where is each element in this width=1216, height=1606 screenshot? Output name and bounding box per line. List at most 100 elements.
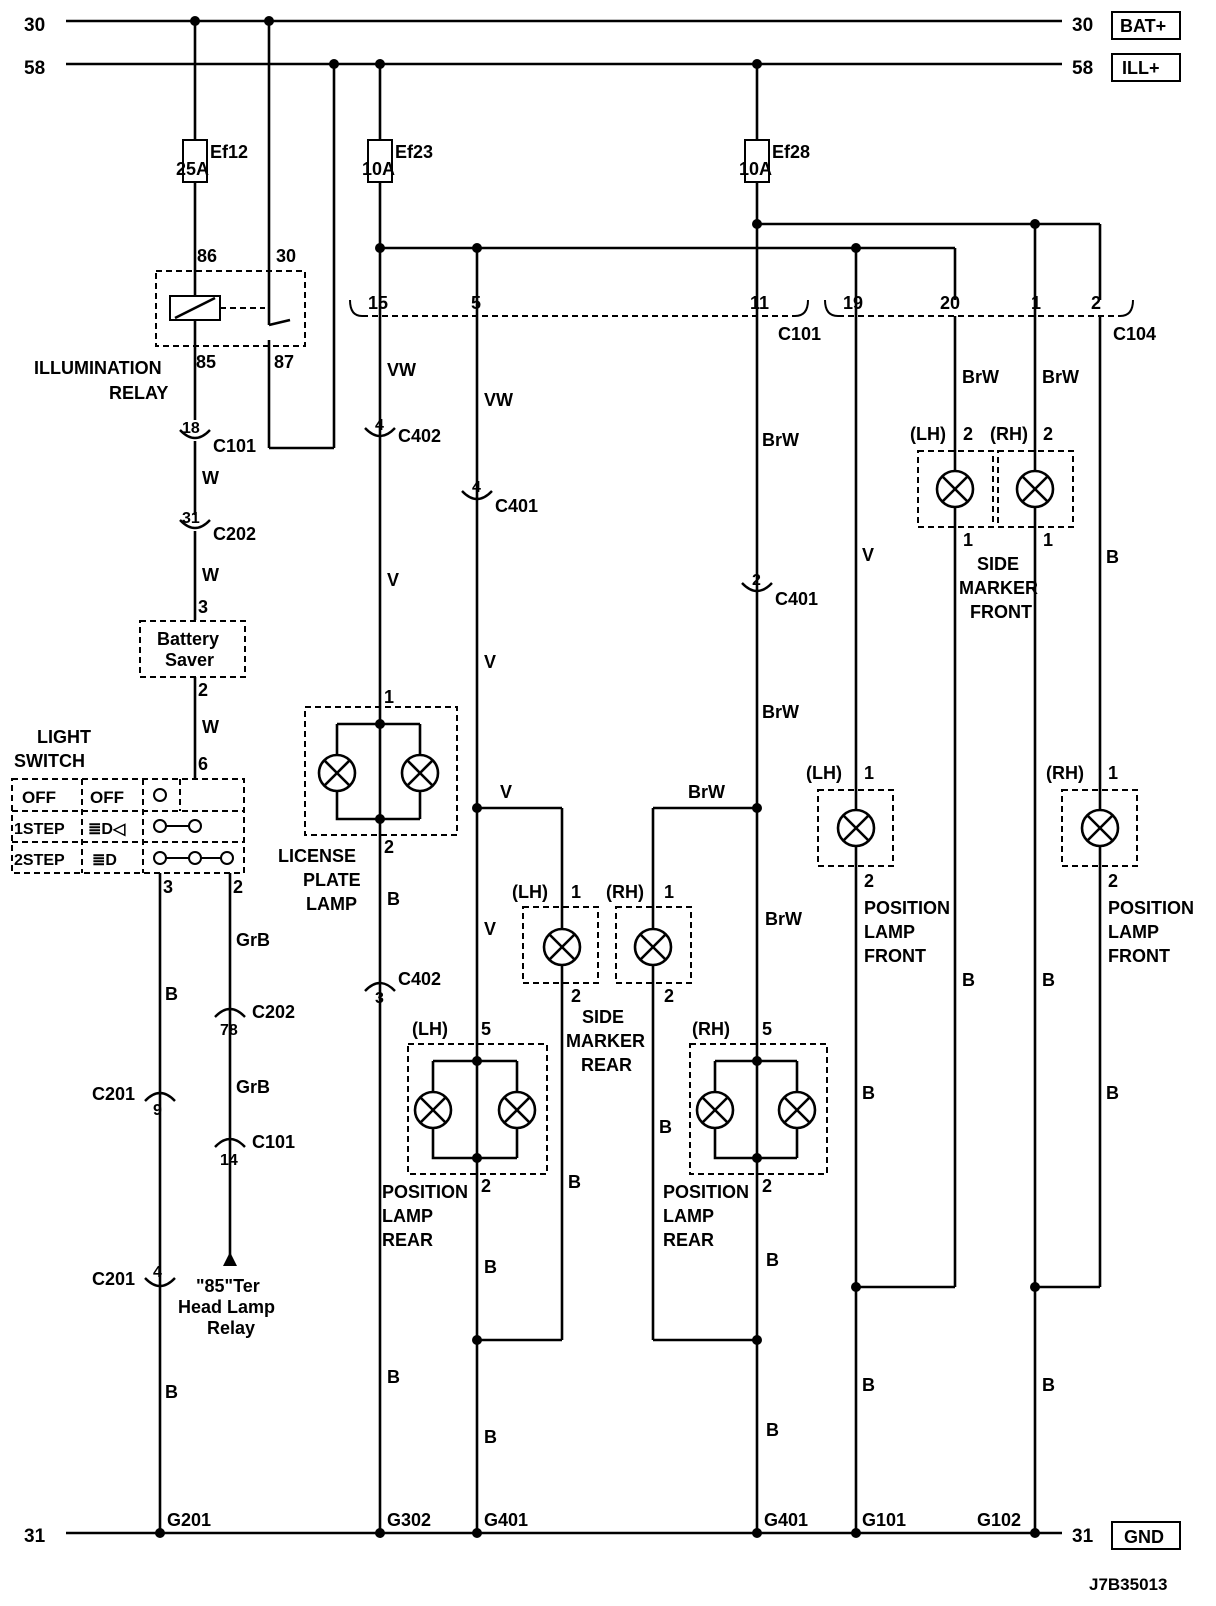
svg-text:C101: C101 bbox=[252, 1132, 295, 1152]
rail-30: 30 30 BAT+ bbox=[24, 11, 1181, 40]
svg-text:31: 31 bbox=[182, 510, 200, 527]
lamp-icon bbox=[400, 753, 440, 793]
svg-text:BrW: BrW bbox=[688, 782, 725, 802]
svg-text:(LH): (LH) bbox=[806, 763, 842, 783]
ill-plus-label: ILL+ bbox=[1122, 58, 1160, 78]
svg-text:B: B bbox=[659, 1117, 672, 1137]
lamp-icon bbox=[1015, 469, 1055, 509]
svg-text:5: 5 bbox=[762, 1019, 772, 1039]
svg-text:2: 2 bbox=[664, 986, 674, 1006]
svg-text:VW: VW bbox=[484, 390, 513, 410]
svg-text:B: B bbox=[1042, 970, 1055, 990]
svg-text:1: 1 bbox=[864, 763, 874, 783]
svg-text:2: 2 bbox=[1091, 293, 1101, 313]
position-lamp-rear-lh bbox=[407, 1043, 548, 1175]
svg-text:B: B bbox=[387, 889, 400, 909]
svg-text:W: W bbox=[202, 717, 219, 737]
lamp-icon bbox=[935, 469, 975, 509]
lamp-icon bbox=[836, 808, 876, 848]
svg-text:2: 2 bbox=[233, 877, 243, 897]
svg-text:POSITION: POSITION bbox=[382, 1182, 468, 1202]
svg-text:2: 2 bbox=[571, 986, 581, 1006]
rail-31: 31 31 GND bbox=[24, 1521, 1181, 1550]
ef28-circuit: Ef28 10A BrW 2 C401 BrW BrW BrW (RH) 1 2… bbox=[606, 59, 1102, 1538]
svg-text:SIDE: SIDE bbox=[582, 1007, 624, 1027]
svg-text:10A: 10A bbox=[739, 159, 772, 179]
svg-text:11: 11 bbox=[750, 293, 769, 313]
svg-text:18: 18 bbox=[182, 420, 200, 437]
svg-text:B: B bbox=[387, 1367, 400, 1387]
svg-text:GrB: GrB bbox=[236, 930, 270, 950]
svg-text:10A: 10A bbox=[362, 159, 395, 179]
svg-text:B: B bbox=[484, 1427, 497, 1447]
svg-text:SIDE: SIDE bbox=[977, 554, 1019, 574]
svg-text:BrW: BrW bbox=[762, 702, 799, 722]
svg-text:FRONT: FRONT bbox=[864, 946, 926, 966]
svg-text:2STEP: 2STEP bbox=[14, 852, 65, 869]
light-switch-label: LIGHT bbox=[37, 727, 91, 747]
svg-text:15: 15 bbox=[368, 293, 388, 313]
svg-text:LAMP: LAMP bbox=[1108, 922, 1159, 942]
svg-text:V: V bbox=[387, 570, 399, 590]
connector-c201-4 bbox=[144, 1277, 176, 1288]
svg-text:REAR: REAR bbox=[663, 1230, 714, 1250]
connector-c202-78 bbox=[214, 1007, 246, 1018]
front-lh-circuit: V (LH) 1 2 POSITION LAMP FRONT B B G101 … bbox=[806, 248, 999, 1538]
svg-text:C401: C401 bbox=[775, 589, 818, 609]
rear-lh-circuit: VW 4 C401 V V V (LH) 1 2 B (LH) 5 bbox=[382, 390, 599, 1538]
svg-text:2: 2 bbox=[752, 572, 761, 589]
svg-text:B: B bbox=[165, 1382, 178, 1402]
svg-text:1: 1 bbox=[384, 687, 394, 707]
svg-text:SWITCH: SWITCH bbox=[14, 751, 85, 771]
svg-text:Ef12: Ef12 bbox=[210, 142, 248, 162]
gnd-label: GND bbox=[1124, 1527, 1164, 1547]
svg-text:1STEP: 1STEP bbox=[14, 821, 65, 838]
svg-text:B: B bbox=[484, 1257, 497, 1277]
svg-text:B: B bbox=[766, 1250, 779, 1270]
connector-bar-c101: 15 5 11 C101 bbox=[349, 293, 821, 344]
connector-c401-2 bbox=[741, 582, 773, 593]
svg-text:C201: C201 bbox=[92, 1084, 135, 1104]
svg-text:GrB: GrB bbox=[236, 1077, 270, 1097]
svg-text:25A: 25A bbox=[176, 159, 209, 179]
license-plate-circuit: VW 4 C402 V 1 2 LICENSE PLATE LAMP B 3 C… bbox=[278, 360, 458, 1538]
svg-text:G201: G201 bbox=[167, 1510, 211, 1530]
svg-text:31: 31 bbox=[24, 1526, 46, 1547]
svg-text:RELAY: RELAY bbox=[109, 383, 168, 403]
svg-text:Battery: Battery bbox=[157, 629, 219, 649]
position-lamp-front-lh bbox=[817, 789, 894, 867]
svg-text:(LH): (LH) bbox=[512, 882, 548, 902]
svg-text:REAR: REAR bbox=[581, 1055, 632, 1075]
svg-text:30: 30 bbox=[1072, 15, 1093, 36]
svg-text:OFF: OFF bbox=[22, 788, 56, 807]
svg-text:V: V bbox=[500, 782, 512, 802]
relay-label: ILLUMINATION bbox=[34, 358, 162, 378]
svg-text:B: B bbox=[766, 1420, 779, 1440]
svg-text:2: 2 bbox=[762, 1176, 772, 1196]
svg-text:V: V bbox=[862, 545, 874, 565]
svg-text:B: B bbox=[962, 970, 975, 990]
svg-text:85: 85 bbox=[196, 352, 216, 372]
svg-text:MARKER: MARKER bbox=[566, 1031, 645, 1051]
svg-text:B: B bbox=[862, 1083, 875, 1103]
svg-text:86: 86 bbox=[197, 246, 217, 266]
connector-c202-31 bbox=[179, 519, 211, 530]
svg-text:Ef28: Ef28 bbox=[772, 142, 810, 162]
svg-text:W: W bbox=[202, 468, 219, 488]
connector-c402-3 bbox=[364, 981, 396, 992]
svg-text:(LH): (LH) bbox=[412, 1019, 448, 1039]
svg-text:1: 1 bbox=[1043, 530, 1053, 550]
light-switch: OFF OFF 1STEP ≣D◁ 2STEP ≣D bbox=[11, 778, 245, 874]
svg-text:1: 1 bbox=[664, 882, 674, 902]
svg-text:BrW: BrW bbox=[1042, 367, 1079, 387]
side-marker-rear-rh bbox=[615, 906, 692, 984]
svg-text:6: 6 bbox=[198, 754, 208, 774]
svg-text:1: 1 bbox=[963, 530, 973, 550]
svg-text:1: 1 bbox=[571, 882, 581, 902]
svg-text:78: 78 bbox=[220, 1022, 238, 1039]
svg-text:58: 58 bbox=[24, 58, 45, 79]
connector-c101-18 bbox=[179, 429, 211, 440]
svg-text:(RH): (RH) bbox=[1046, 763, 1084, 783]
svg-text:B: B bbox=[1042, 1375, 1055, 1395]
